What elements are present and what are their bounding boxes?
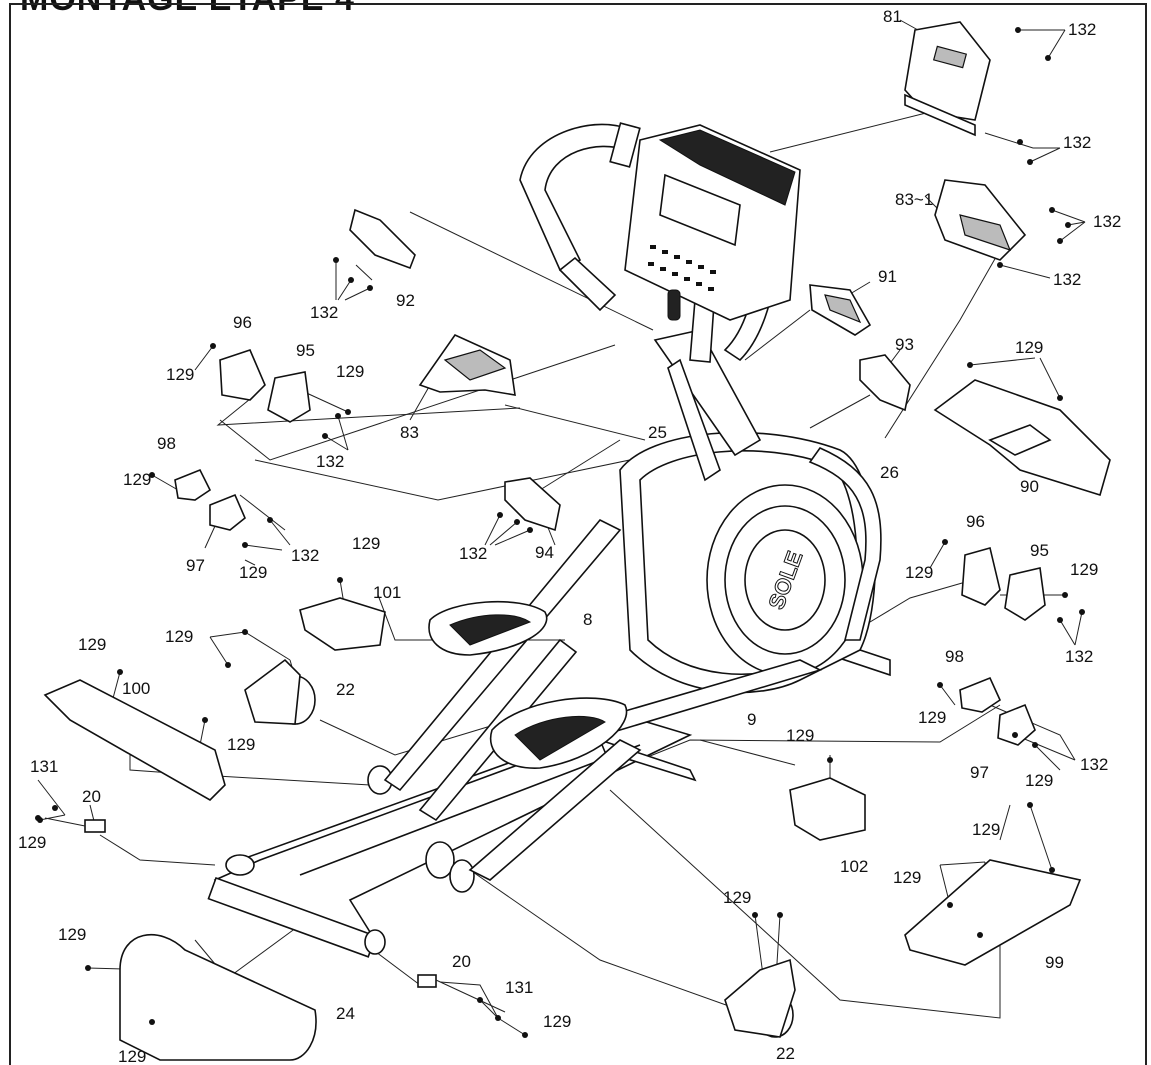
callout: 94 (535, 543, 554, 562)
callout: 22 (336, 680, 355, 699)
callout: 132 (1080, 755, 1108, 774)
callout: 91 (878, 267, 897, 286)
diagram-frame (9, 3, 1147, 1065)
callout: 129 (786, 726, 814, 745)
callout: 129 (166, 365, 194, 384)
callout: 132 (1093, 212, 1121, 231)
callout: 90 (1020, 477, 1039, 496)
part-81-bracket (904, 21, 991, 137)
callout: 8 (583, 610, 592, 629)
callout: 100 (122, 679, 150, 698)
callout-labels: 81 132 132 83~1 132 132 91 93 129 90 92 … (18, 7, 1121, 1065)
callout: 129 (165, 627, 193, 646)
callout: 131 (30, 757, 58, 776)
callout: 132 (316, 452, 344, 471)
callout: 26 (880, 463, 899, 482)
callout: 129 (18, 833, 46, 852)
callout: 95 (1030, 541, 1049, 560)
callout: 129 (118, 1047, 146, 1065)
callout: 99 (1045, 953, 1064, 972)
leader-lines (37, 19, 1086, 1036)
callout: 96 (966, 512, 985, 531)
callout: 92 (396, 291, 415, 310)
part-94-cover (504, 477, 561, 532)
callout: 98 (157, 434, 176, 453)
callout: 93 (895, 335, 914, 354)
part-99-shroud (904, 859, 1082, 966)
callout: 129 (972, 820, 1000, 839)
callout: 129 (123, 470, 151, 489)
callout: 20 (452, 952, 471, 971)
callout: 129 (239, 563, 267, 582)
callout: 129 (1025, 771, 1053, 790)
part-90-cover (933, 379, 1111, 497)
part-22-left-cap (244, 658, 316, 725)
callout: 132 (459, 544, 487, 563)
callout: 129 (78, 635, 106, 654)
callout: 129 (543, 1012, 571, 1031)
callout: 132 (1053, 270, 1081, 289)
part-101-cap (299, 597, 386, 651)
callout: 132 (1065, 647, 1093, 666)
callout: 96 (233, 313, 252, 332)
part-83-cover (418, 333, 516, 396)
callout: 24 (336, 1004, 355, 1023)
callout: 129 (723, 888, 751, 907)
callout: 102 (840, 857, 868, 876)
callout: 97 (186, 556, 205, 575)
part-83-1-cover (934, 179, 1027, 261)
callout: 129 (893, 868, 921, 887)
callout: 83~1 (895, 190, 933, 209)
part-92-cover (349, 208, 416, 270)
callout: 129 (58, 925, 86, 944)
part-20-right (417, 974, 506, 1013)
callout: 101 (373, 583, 401, 602)
callout: 22 (776, 1044, 795, 1063)
part-22-right-cap (724, 958, 796, 1038)
callout: 132 (310, 303, 338, 322)
callout: 97 (970, 763, 989, 782)
part-102-cap (789, 777, 866, 841)
callout: 83 (400, 423, 419, 442)
part-98-97-right (959, 676, 1036, 746)
part-96-95-left (219, 349, 311, 423)
callout: 131 (505, 978, 533, 997)
callout: 129 (336, 362, 364, 381)
part-96-95-right (961, 547, 1046, 621)
callout: 25 (648, 423, 667, 442)
callout: 132 (1063, 133, 1091, 152)
callout: 129 (1070, 560, 1098, 579)
part-91-cover (809, 284, 872, 336)
callout: 98 (945, 647, 964, 666)
callout: 129 (227, 735, 255, 754)
callout: 129 (905, 563, 933, 582)
part-24-shroud (119, 934, 317, 1061)
part-93-cover (859, 354, 911, 412)
callout: 132 (291, 546, 319, 565)
callout: 129 (352, 534, 380, 553)
callout: 129 (918, 708, 946, 727)
part-98-97-left (174, 468, 246, 531)
part-20-left (44, 817, 106, 833)
elliptical-frame: SOLE (207, 122, 891, 958)
screw-dots (35, 27, 1085, 1038)
part-100-shroud (43, 679, 226, 801)
callout: 129 (1015, 338, 1043, 357)
callout: 95 (296, 341, 315, 360)
callout: 9 (747, 710, 756, 729)
callout: 20 (82, 787, 101, 806)
callout: 132 (1068, 20, 1096, 39)
callout: 81 (883, 7, 902, 26)
